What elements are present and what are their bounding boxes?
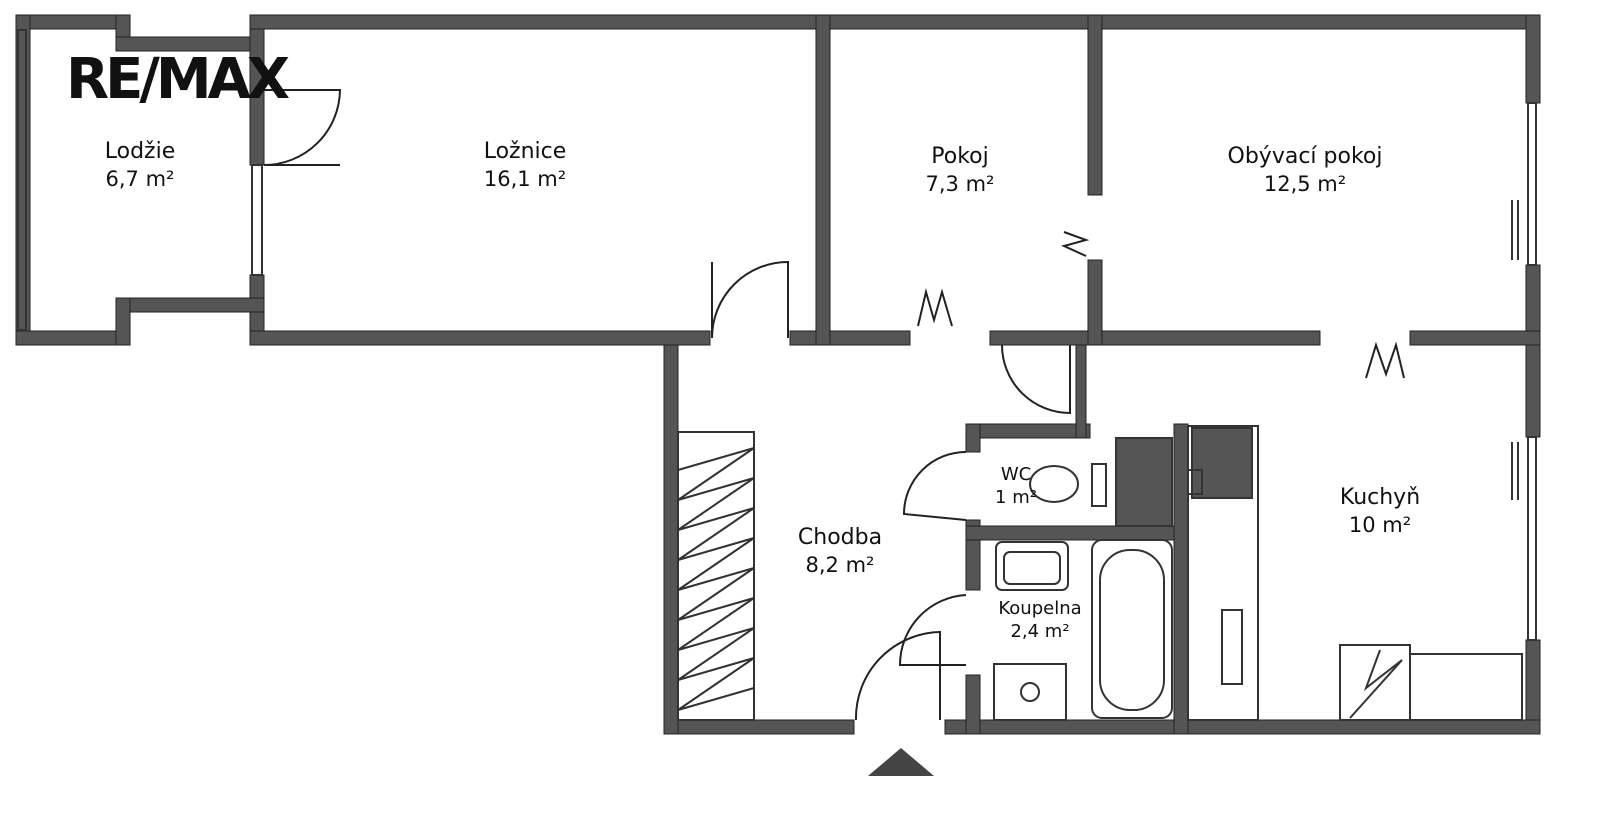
room-koupelna: Koupelna 2,4 m²: [980, 598, 1100, 643]
room-name: Lodžie: [104, 139, 176, 164]
room-name: Ložnice: [483, 139, 567, 164]
room-area: 7,3 m²: [925, 171, 995, 196]
room-name: Koupelna: [998, 598, 1082, 619]
windows: [17, 29, 1537, 641]
remax-logo: RE/MAX: [66, 47, 290, 112]
room-name: Obývací pokoj: [1227, 144, 1383, 169]
room-name: WC: [1000, 464, 1032, 485]
room-lodzie: Lodžie 6,7 m²: [80, 138, 200, 192]
room-name: Chodba: [797, 525, 883, 550]
entrance-arrow: [868, 748, 934, 776]
room-area: 8,2 m²: [805, 552, 875, 577]
room-area: 16,1 m²: [483, 166, 567, 191]
room-area: 10 m²: [1348, 512, 1412, 537]
room-name: Kuchyň: [1339, 485, 1421, 510]
room-wc: WC 1 m²: [980, 464, 1052, 509]
room-area: 12,5 m²: [1263, 171, 1347, 196]
outer-walls: [15, 14, 1541, 735]
room-area: 2,4 m²: [1010, 620, 1070, 642]
room-kuchyn: Kuchyň 10 m²: [1320, 484, 1440, 538]
room-loznice: Ložnice 16,1 m²: [455, 138, 595, 192]
room-obyvaci: Obývací pokoj 12,5 m²: [1205, 143, 1405, 197]
room-area: 6,7 m²: [105, 166, 175, 191]
room-pokoj: Pokoj 7,3 m²: [900, 143, 1020, 197]
room-chodba: Chodba 8,2 m²: [780, 524, 900, 578]
doors: [263, 89, 1405, 721]
fixtures: [677, 425, 1523, 721]
room-name: Pokoj: [931, 144, 989, 169]
room-area: 1 m²: [995, 486, 1037, 508]
